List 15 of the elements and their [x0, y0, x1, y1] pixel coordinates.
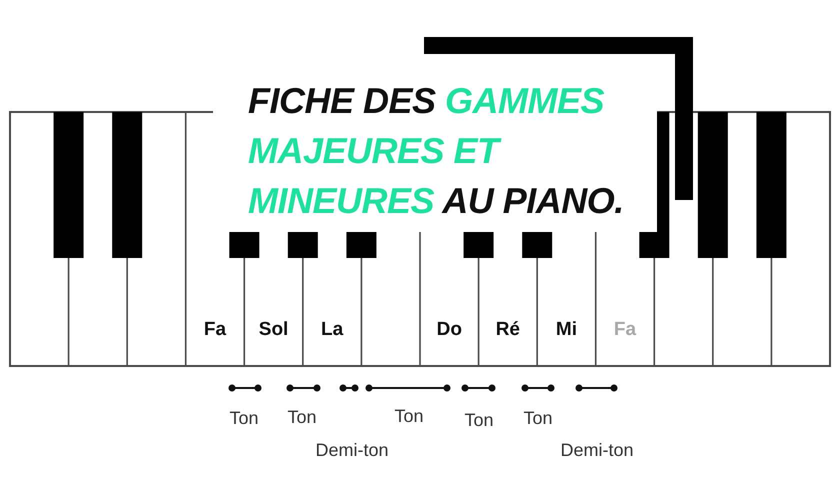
interval-label: Ton — [229, 407, 259, 429]
interval-label: Demi-ton — [560, 439, 634, 461]
title: FICHE DES GAMMES MAJEURES ET MINEURES AU PIANO. — [248, 79, 625, 223]
interval-label: Ton — [523, 407, 553, 429]
interval-label: Ton — [464, 409, 494, 431]
note-name: Sol — [258, 319, 288, 341]
interval-label: Ton — [287, 406, 317, 428]
note-name: Fa — [204, 319, 226, 341]
interval-label: Demi-ton — [315, 439, 389, 461]
interval-label: Ton — [394, 405, 424, 427]
note-name: Ré — [496, 319, 520, 341]
note-name: Mi — [556, 319, 577, 341]
note-name: Do — [436, 319, 462, 341]
note-name: Fa — [614, 319, 636, 341]
note-name: La — [321, 319, 344, 341]
